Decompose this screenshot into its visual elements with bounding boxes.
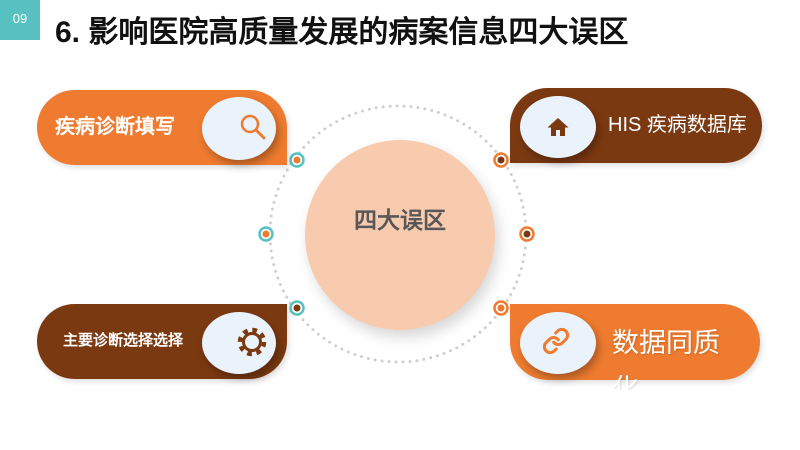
slide-title: 6. 影响医院高质量发展的病案信息四大误区	[55, 16, 629, 49]
icon-bubble	[202, 97, 276, 160]
card-label: HIS 疾病数据库	[608, 114, 747, 136]
card-label: 主要诊断选择选择	[63, 332, 184, 349]
gear-icon	[237, 327, 267, 357]
center-circle: 四大误区	[305, 140, 495, 330]
ring-dot-top-right	[493, 152, 509, 168]
icon-bubble	[520, 312, 596, 374]
center-label: 四大误区	[354, 207, 446, 233]
card-diagnosis-filling: 疾病诊断填写	[37, 90, 287, 165]
ring-dot-bottom-right	[493, 300, 509, 316]
icon-bubble	[202, 312, 276, 374]
card-his-database: HIS 疾病数据库	[510, 88, 762, 163]
home-icon	[547, 118, 569, 136]
card-label: 数据同质化	[612, 328, 720, 390]
ring-dot-top-left	[289, 152, 305, 168]
ring-dot-bottom-left	[289, 300, 305, 316]
card-main-diagnosis: 主要诊断选择选择	[37, 304, 287, 379]
ring-dot-left	[258, 226, 274, 242]
link-icon	[542, 327, 570, 355]
icon-bubble	[520, 96, 596, 158]
ring-dot-right	[519, 226, 535, 242]
card-label: 疾病诊断填写	[55, 116, 175, 138]
slide-number: 09	[12, 11, 28, 26]
card-data-homogenization: 数据同质化	[510, 304, 760, 390]
slide-number-badge: 09	[0, 0, 40, 40]
search-icon	[240, 114, 266, 140]
